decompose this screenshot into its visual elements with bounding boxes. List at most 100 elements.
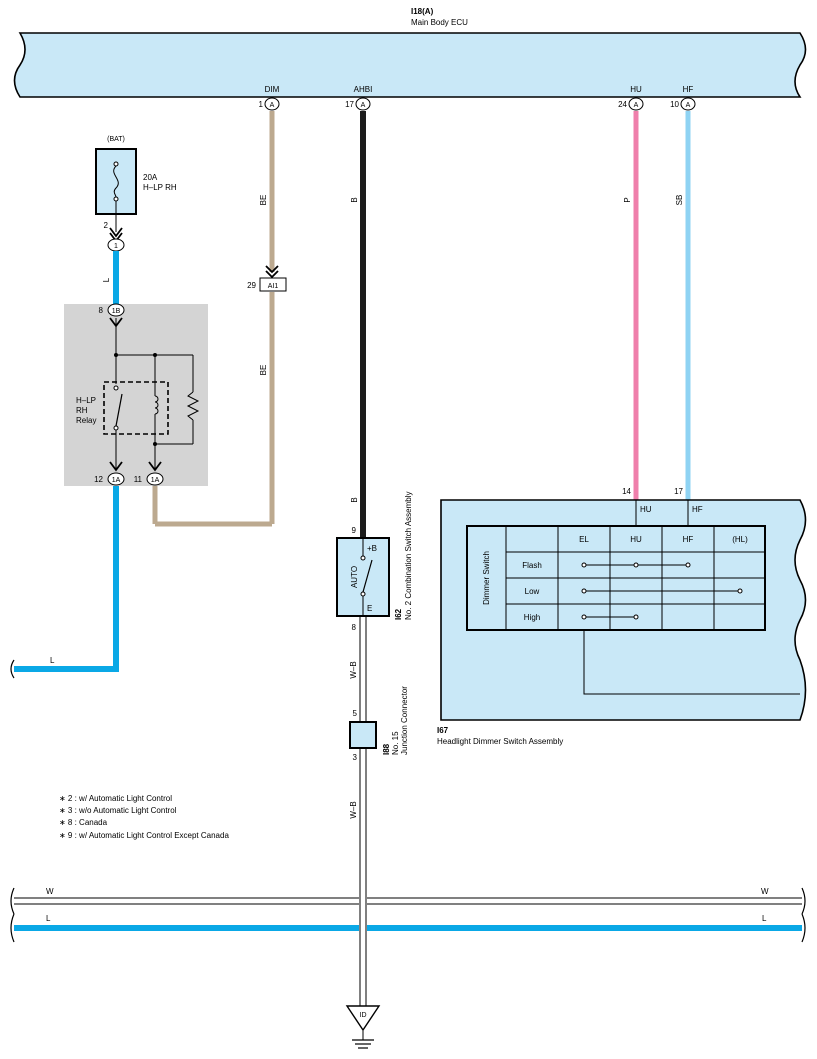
dimmer-pin-label-hu: HU: [640, 505, 652, 514]
relay-label-line-1: H–LP: [76, 396, 96, 405]
relay-pin-12: 12: [94, 475, 103, 484]
ecu-pin-label-ahbi: AHBI: [354, 85, 373, 94]
dimmer-connection-high: [581, 614, 639, 620]
relay-pin-11: 11: [134, 475, 143, 484]
bus-l-label-left: L: [46, 914, 51, 923]
fuse: (BAT) 20A H–LP RH 2 1: [95, 136, 177, 252]
relay-label-line-3: Relay: [76, 416, 96, 425]
ecu-pin-conn-ahbi: A: [361, 102, 366, 109]
bus-l-label-right: L: [762, 914, 767, 923]
fuse-source: (BAT): [107, 136, 125, 143]
junction-i88: 5 3 I88 No. 15 Junction Connector: [349, 686, 409, 762]
ecu-pin-label-hf: HF: [683, 85, 694, 94]
junction-i88-pin-bottom: 3: [353, 753, 358, 762]
ecu-code: I18(A): [411, 7, 434, 16]
relay-connector-1a-12: [107, 472, 125, 486]
relay-connector-1b-label: 1B: [112, 308, 121, 315]
wire-color-dim-top: BE: [259, 195, 268, 206]
fuse-name: H–LP RH: [143, 183, 177, 192]
wire-dim: [152, 111, 275, 527]
relay-connector-1a-11-label: 1A: [151, 477, 160, 484]
bus-w-label-left: W: [46, 887, 54, 896]
footnotes: ∗ 2 : w/ Automatic Light Control ∗ 3 : w…: [59, 794, 229, 840]
combo-switch-code: I62: [394, 608, 403, 620]
dimmer-connection-flash: [581, 562, 691, 568]
junction-ai1-pin: 29: [247, 281, 256, 290]
ecu-pin-connector-hf: A: [680, 97, 696, 111]
combo-switch: 9 +B E AUTO 8 I62 No. 2 Combination Swit…: [336, 492, 413, 632]
ecu-pin-number-dim: 1: [259, 100, 264, 109]
ground-symbol: ID: [345, 1005, 381, 1049]
ground-label: ID: [360, 1012, 367, 1019]
junction-i88-code: I88: [382, 743, 391, 755]
wire-color-fuse-out: L: [102, 277, 111, 282]
combo-switch-terminal-e: E: [367, 604, 372, 613]
ecu-pin-connector-ahbi: A: [355, 97, 371, 111]
junction-ai1: AI1 29: [247, 265, 287, 292]
fuse-connector-label: 1: [114, 243, 118, 250]
relay-connector-1a-11: [146, 472, 164, 486]
dimmer-row-flash: Flash: [522, 561, 542, 570]
combo-switch-terminal-b: +B: [367, 544, 377, 553]
ecu-pin-label-dim: DIM: [265, 85, 280, 94]
wire-color-ahbi-bottom: B: [350, 497, 359, 502]
ecu-pin-conn-hu: A: [634, 102, 639, 109]
fuse-rating: 20A: [143, 173, 158, 182]
ecu-pin-conn-dim: A: [270, 102, 275, 109]
main-body-ecu: I18(A) Main Body ECU DIM 1 A AHBI 17 A H…: [13, 7, 807, 111]
combo-switch-pin-in: 9: [352, 526, 357, 535]
wire-color-ground-2: W–B: [349, 801, 358, 818]
bus-l: [10, 913, 806, 943]
wire-color-relay-out: L: [50, 656, 55, 665]
wire-relay-out: [14, 486, 119, 672]
dimmer-code: I67: [437, 726, 449, 735]
wire-ground: [359, 616, 367, 1006]
dimmer-col-hf: HF: [683, 535, 694, 544]
relay-coil-box: [103, 381, 169, 435]
wire-color-dim-bottom: BE: [259, 365, 268, 376]
ecu-pin-connector-dim: A: [264, 97, 280, 111]
relay-label-line-2: RH: [76, 406, 88, 415]
ecu-pin-connector-hu: A: [628, 97, 644, 111]
ecu-pin-number-ahbi: 17: [345, 100, 354, 109]
dimmer-connection-low: [581, 588, 743, 594]
footnote-2: ∗ 3 : w/o Automatic Light Control: [59, 806, 177, 815]
dimmer-switch-assembly: 14 17 HU HF Dimmer Switch EL HU HF (HL) …: [437, 487, 807, 746]
bus-w: [10, 887, 806, 915]
wire-relay-out-break: [10, 659, 15, 679]
footnote-4: ∗ 9 : w/ Automatic Light Control Except …: [59, 831, 229, 840]
dimmer-col-el: EL: [579, 535, 589, 544]
dimmer-switch-label: Dimmer Switch: [482, 551, 491, 605]
relay-connector-1b: [107, 303, 125, 317]
fuse-connector-arrow: [109, 227, 123, 238]
wire-color-hu: P: [623, 197, 632, 202]
dimmer-row-high: High: [524, 613, 540, 622]
dimmer-row-low: Low: [525, 587, 540, 596]
relay-pin-8: 8: [99, 306, 104, 315]
ecu-pin-number-hf: 10: [670, 100, 679, 109]
junction-ai1-label: AI1: [268, 283, 279, 290]
junction-i88-name-2: Junction Connector: [400, 686, 409, 755]
ecu-body: [13, 32, 807, 98]
relay-background: [64, 304, 208, 486]
combo-switch-pin-out: 8: [352, 623, 357, 632]
dimmer-pin-17: 17: [674, 487, 683, 496]
relay-connector-1a-12-label: 1A: [112, 477, 121, 484]
dimmer-pin-label-hf: HF: [692, 505, 703, 514]
combo-switch-mode: AUTO: [350, 566, 359, 588]
wire-color-ground-1: W–B: [349, 661, 358, 678]
ecu-pin-label-hu: HU: [630, 85, 642, 94]
fuse-out-pin: 2: [104, 221, 109, 230]
ecu-pin-number-hu: 24: [618, 100, 627, 109]
combo-switch-name: No. 2 Combination Switch Assembly: [404, 492, 413, 621]
footnote-1: ∗ 2 : w/ Automatic Light Control: [59, 794, 172, 803]
dimmer-col-hl: (HL): [732, 535, 748, 544]
dimmer-pin-14: 14: [622, 487, 631, 496]
wire-color-ahbi-top: B: [350, 197, 359, 202]
bus-w-label-right: W: [761, 887, 769, 896]
junction-i88-name-1: No. 15: [391, 731, 400, 755]
wire-color-hf: SB: [675, 195, 684, 206]
junction-i88-pin-top: 5: [353, 709, 358, 718]
dimmer-col-hu: HU: [630, 535, 642, 544]
